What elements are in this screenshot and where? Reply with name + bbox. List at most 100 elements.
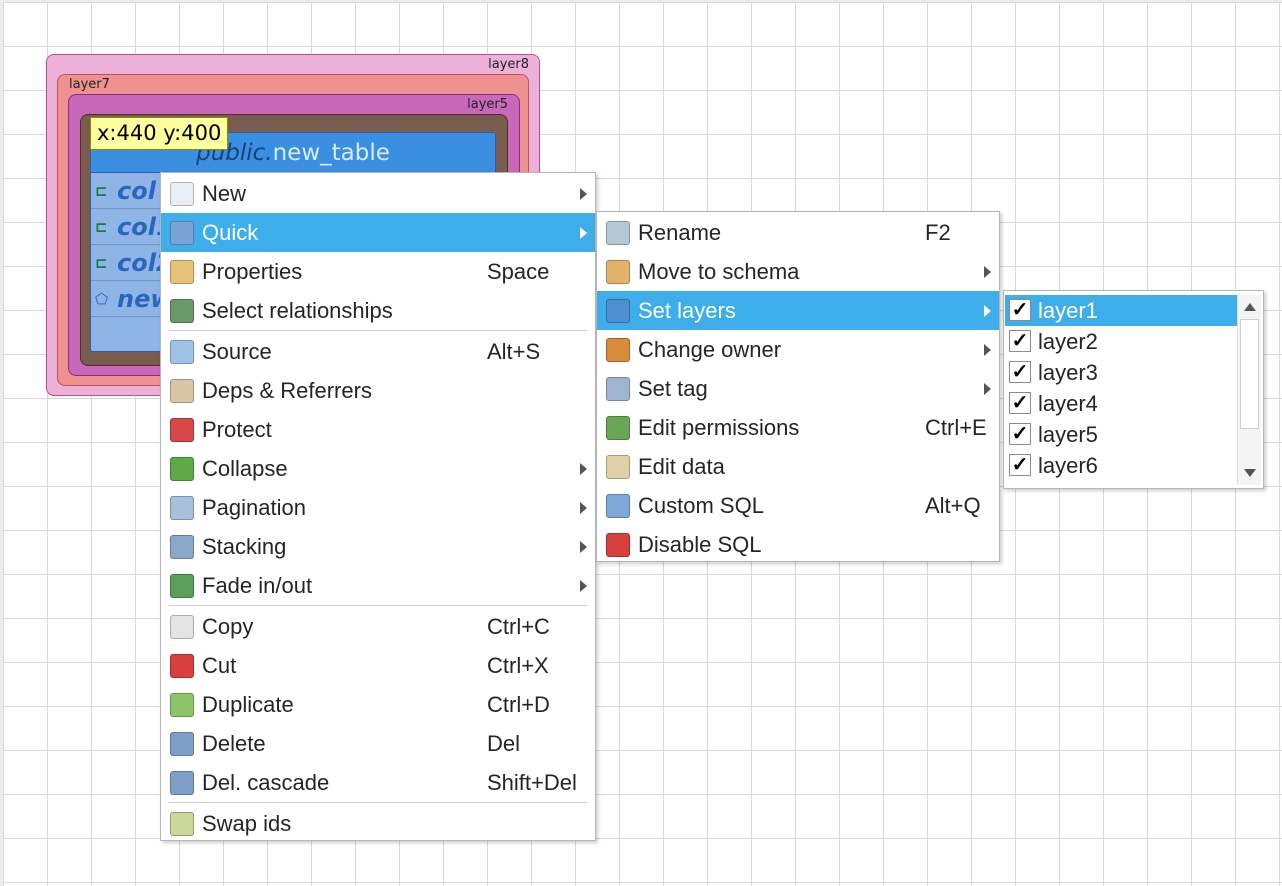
key-icon: ⊏ [95, 218, 108, 236]
layer-checkbox[interactable]: ✓ [1009, 361, 1031, 383]
tag-icon [606, 377, 630, 401]
menu-item-move-to-schema[interactable]: Move to schema [597, 252, 999, 291]
menu-item-shortcut: Alt+Q [925, 493, 981, 518]
menu-item-shortcut: Ctrl+X [487, 653, 549, 678]
menu-item-set-tag[interactable]: Set tag [597, 369, 999, 408]
copy-icon [170, 615, 194, 639]
layer-label: layer3 [1038, 360, 1098, 385]
layer-checkbox[interactable]: ✓ [1009, 330, 1031, 352]
menu-item-label: Fade in/out [202, 573, 313, 598]
coordinate-tooltip: x:440 y:400 [90, 117, 229, 150]
delete-cascade-icon [170, 771, 194, 795]
owner-icon [606, 338, 630, 362]
menu-separator [169, 802, 587, 804]
key-icon: ⊏ [95, 182, 108, 200]
scissors-icon [170, 654, 194, 678]
relationships-icon [170, 299, 194, 323]
submenu-arrow-icon [984, 344, 991, 356]
submenu-arrow-icon [984, 266, 991, 278]
menu-item-shortcut: F2 [925, 220, 951, 245]
menu-item-stacking[interactable]: Stacking [161, 527, 595, 566]
menu-item-label: Edit data [638, 454, 725, 479]
menu-item-swap-ids[interactable]: Swap ids [161, 804, 595, 843]
key-icon: ⊏ [95, 254, 108, 272]
menu-item-select-relationships[interactable]: Select relationships [161, 291, 595, 330]
layer-item-layer6[interactable]: ✓ layer6 [1005, 450, 1238, 481]
dependencies-icon [170, 379, 194, 403]
menu-item-shortcut: Ctrl+E [925, 415, 987, 440]
menu-item-custom-sql[interactable]: Custom SQL Alt+Q [597, 486, 999, 525]
layer-checkbox[interactable]: ✓ [1009, 392, 1031, 414]
menu-item-label: Deps & Referrers [202, 378, 372, 403]
scrollbar[interactable] [1237, 295, 1261, 485]
menu-item-label: Collapse [202, 456, 288, 481]
menu-item-new[interactable]: New [161, 174, 595, 213]
menu-item-label: Duplicate [202, 692, 294, 717]
layers-icon [606, 299, 630, 323]
layer-label: layer1 [1038, 298, 1098, 323]
layer-checkbox[interactable]: ✓ [1009, 454, 1031, 476]
menu-item-shortcut: Del [487, 731, 521, 756]
menu-item-label: Custom SQL [638, 493, 764, 518]
menu-item-change-owner[interactable]: Change owner [597, 330, 999, 369]
layer-checkbox[interactable]: ✓ [1009, 423, 1031, 445]
menu-separator [169, 330, 587, 332]
menu-item-label: Set tag [638, 376, 708, 401]
menu-item-deps-referrers[interactable]: Deps & Referrers [161, 371, 595, 410]
edit-properties-icon [170, 260, 194, 284]
layer-label: layer4 [1038, 391, 1098, 416]
layer-item-layer1[interactable]: ✓ layer1 [1005, 295, 1238, 326]
menu-item-protect[interactable]: Protect [161, 410, 595, 449]
submenu-arrow-icon [580, 541, 587, 553]
menu-item-set-layers[interactable]: Set layers [597, 291, 999, 330]
menu-item-label: Pagination [202, 495, 306, 520]
layer-label: layer8 [488, 57, 529, 72]
menu-item-quick[interactable]: Quick [161, 213, 595, 252]
menu-item-label: Swap ids [202, 811, 292, 836]
menu-item-shortcut: Alt+S [487, 339, 541, 364]
menu-item-label: Rename [638, 220, 722, 245]
lock-icon [170, 418, 194, 442]
submenu-arrow-icon [580, 188, 587, 200]
sql-source-icon [170, 340, 194, 364]
scroll-thumb[interactable] [1240, 319, 1259, 429]
menu-item-label: Select relationships [202, 298, 393, 323]
menu-item-label: Move to schema [638, 259, 800, 284]
menu-item-edit-data[interactable]: Edit data [597, 447, 999, 486]
menu-item-label: Source [202, 339, 272, 364]
submenu-arrow-icon [580, 502, 587, 514]
layer-item-layer3[interactable]: ✓ layer3 [1005, 357, 1238, 388]
menu-item-fade-in-out[interactable]: Fade in/out [161, 566, 595, 605]
menu-item-label: Del. cascade [202, 770, 330, 795]
menu-item-rename[interactable]: Rename F2 [597, 213, 999, 252]
menu-item-shortcut: Shift+Del [487, 770, 577, 795]
table-name: new_table [272, 140, 390, 166]
menu-item-collapse[interactable]: Collapse [161, 449, 595, 488]
menu-item-label: Protect [202, 417, 272, 442]
layer-label: layer6 [1038, 453, 1098, 478]
menu-item-disable-sql[interactable]: Disable SQL [597, 525, 999, 564]
menu-item-pagination[interactable]: Pagination [161, 488, 595, 527]
submenu-arrow-icon [580, 580, 587, 592]
menu-item-del-cascade[interactable]: Del. cascade Shift+Del [161, 763, 595, 802]
layer-label: layer5 [467, 97, 508, 112]
menu-item-label: Disable SQL [638, 532, 762, 557]
duplicate-icon [170, 693, 194, 717]
submenu-arrow-icon [984, 305, 991, 317]
scroll-up-icon[interactable] [1244, 303, 1256, 311]
scroll-down-icon[interactable] [1244, 469, 1256, 477]
layer-item-layer5[interactable]: ✓layer5 [1005, 419, 1238, 450]
layer-item-layer2[interactable]: ✓layer2 [1005, 326, 1238, 357]
layer-item-layer4[interactable]: ✓ layer4 [1005, 388, 1238, 419]
gears-icon [170, 221, 194, 245]
menu-item-source[interactable]: Source Alt+S [161, 332, 595, 371]
column-name: col [117, 177, 156, 205]
layer-checkbox[interactable]: ✓ [1009, 299, 1031, 321]
